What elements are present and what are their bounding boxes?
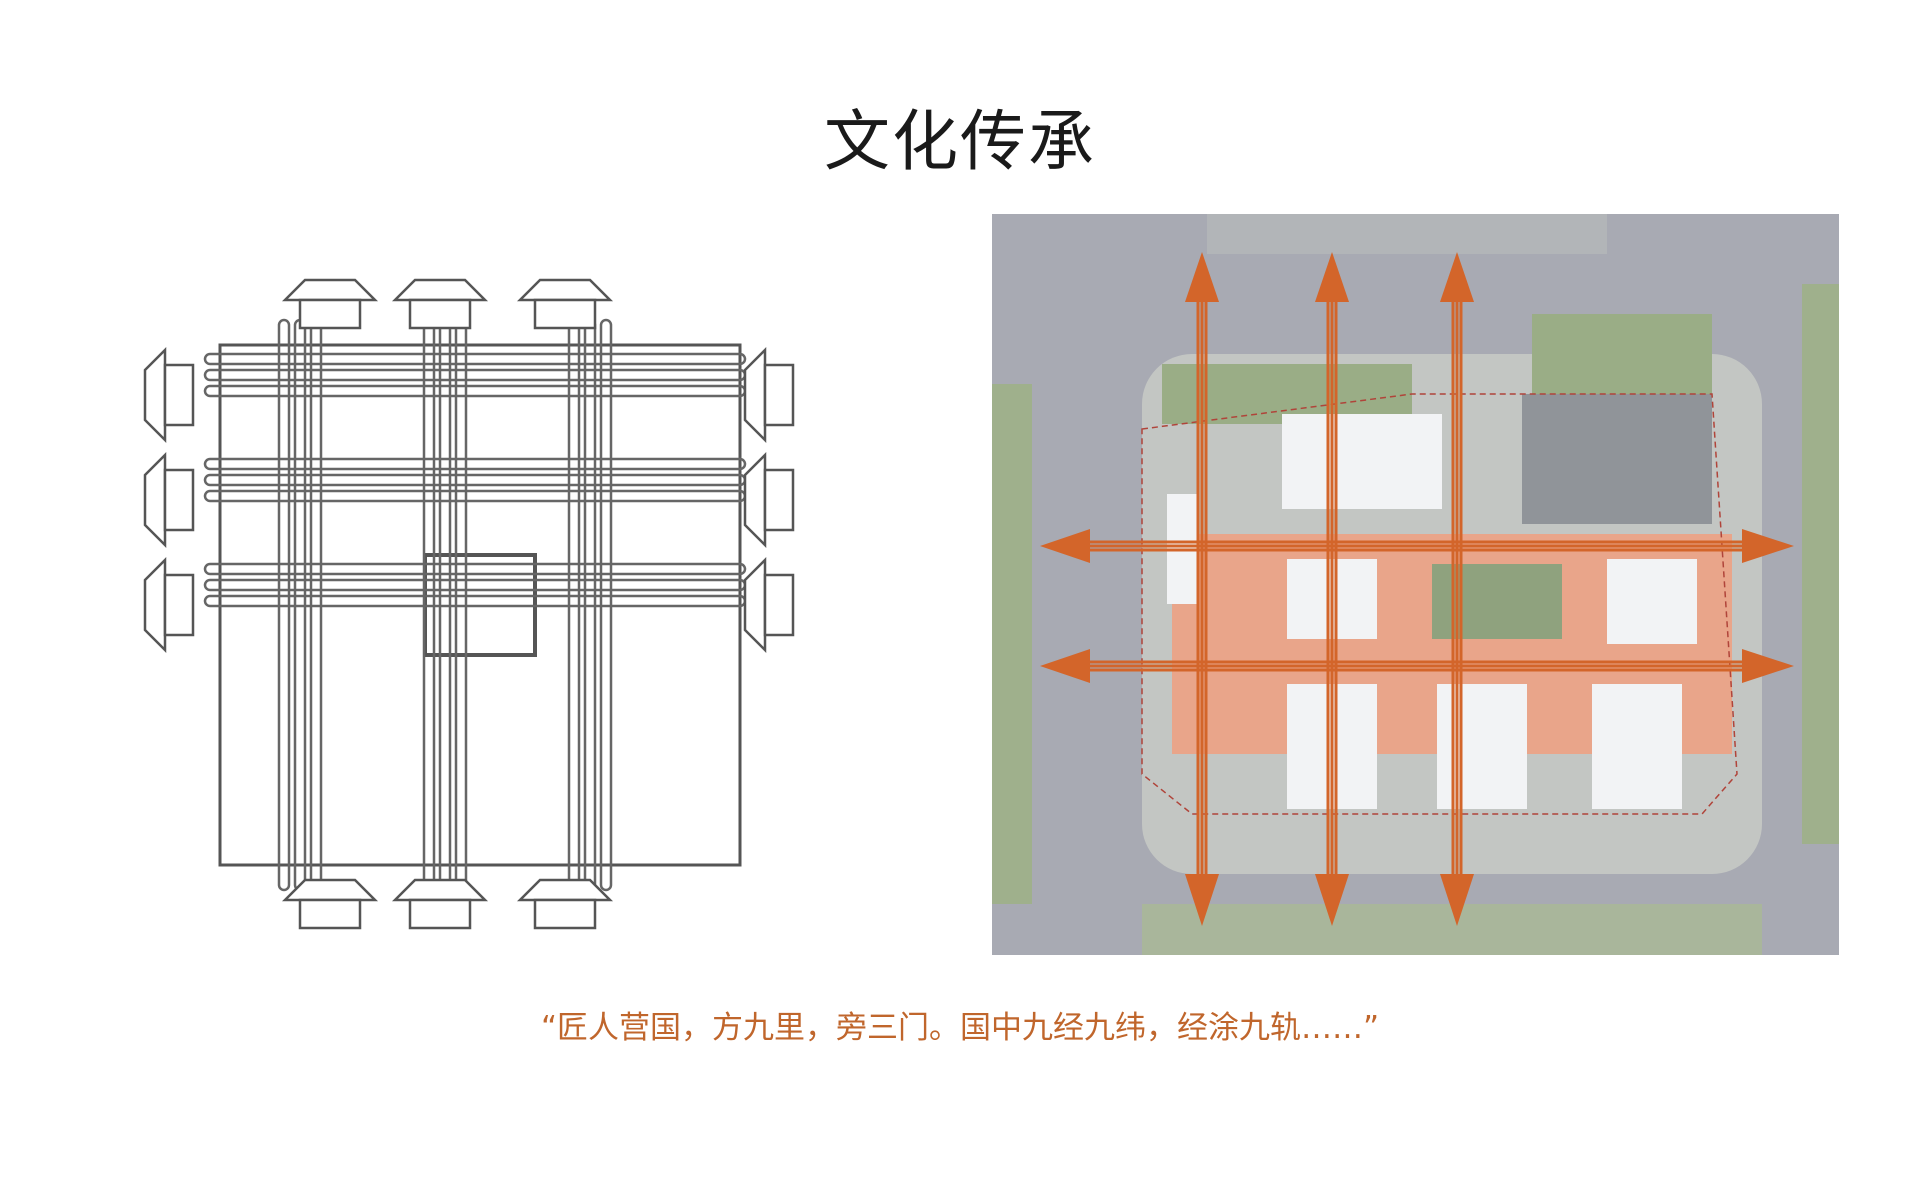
gate-tower-icon xyxy=(408,298,472,330)
gate-tower-icon xyxy=(281,878,379,902)
arrow-right-icon xyxy=(1742,649,1794,683)
arrow-down-icon xyxy=(1315,874,1349,926)
building xyxy=(1282,414,1442,509)
building xyxy=(1522,394,1712,524)
east-west-street xyxy=(203,594,747,608)
gate-tower-icon xyxy=(163,468,195,532)
site-master-plan-with-axes xyxy=(992,214,1839,955)
arrow-up-icon xyxy=(1315,252,1349,302)
east-west-street xyxy=(203,473,747,487)
east-west-street xyxy=(203,384,747,398)
building xyxy=(1437,684,1527,809)
green-belt-left xyxy=(992,384,1032,904)
gate-tower-icon xyxy=(743,451,767,549)
quote-caption: “匠人营国，方九里，旁三门。国中九经九纬，经涂九轨……” xyxy=(540,1010,1380,1046)
gate-tower-icon xyxy=(391,878,489,902)
gate-tower-icon xyxy=(533,898,597,930)
building xyxy=(1592,684,1682,809)
arrow-right-icon xyxy=(1742,529,1794,563)
east-west-street xyxy=(203,457,747,471)
east-west-street xyxy=(203,562,747,576)
gate-tower-icon xyxy=(763,468,795,532)
arrow-up-icon xyxy=(1185,252,1219,302)
gate-tower-icon xyxy=(408,898,472,930)
green-top xyxy=(1207,214,1607,254)
arrow-down-icon xyxy=(1185,874,1219,926)
gate-tower-icon xyxy=(281,278,379,302)
gate-tower-icon xyxy=(516,278,614,302)
building xyxy=(1607,559,1697,644)
green-belt-bottom xyxy=(1142,904,1762,955)
gate-tower-icon xyxy=(763,573,795,637)
gate-tower-icon xyxy=(533,298,597,330)
gate-tower-icon xyxy=(516,878,614,902)
gate-tower-icon xyxy=(743,346,767,444)
arrow-down-icon xyxy=(1440,874,1474,926)
gate-tower-icon xyxy=(143,451,167,549)
east-west-street xyxy=(203,352,747,366)
gate-tower-icon xyxy=(163,363,195,427)
east-west-street xyxy=(203,578,747,592)
ancient-city-plan-drawing xyxy=(143,278,795,930)
gate-tower-icon xyxy=(163,573,195,637)
gate-tower-icon xyxy=(143,346,167,444)
gate-tower-icon xyxy=(298,898,362,930)
gate-tower-icon xyxy=(143,556,167,654)
page-title: 文化传承 xyxy=(824,103,1096,180)
gate-tower-icon xyxy=(743,556,767,654)
green-belt-right xyxy=(1802,284,1839,844)
gate-tower-icon xyxy=(763,363,795,427)
arrow-left-icon xyxy=(1040,649,1090,683)
gate-tower-icon xyxy=(298,298,362,330)
east-west-street xyxy=(203,368,747,382)
arrow-left-icon xyxy=(1040,529,1090,563)
gate-tower-icon xyxy=(391,278,489,302)
east-west-street xyxy=(203,489,747,503)
arrow-up-icon xyxy=(1440,252,1474,302)
